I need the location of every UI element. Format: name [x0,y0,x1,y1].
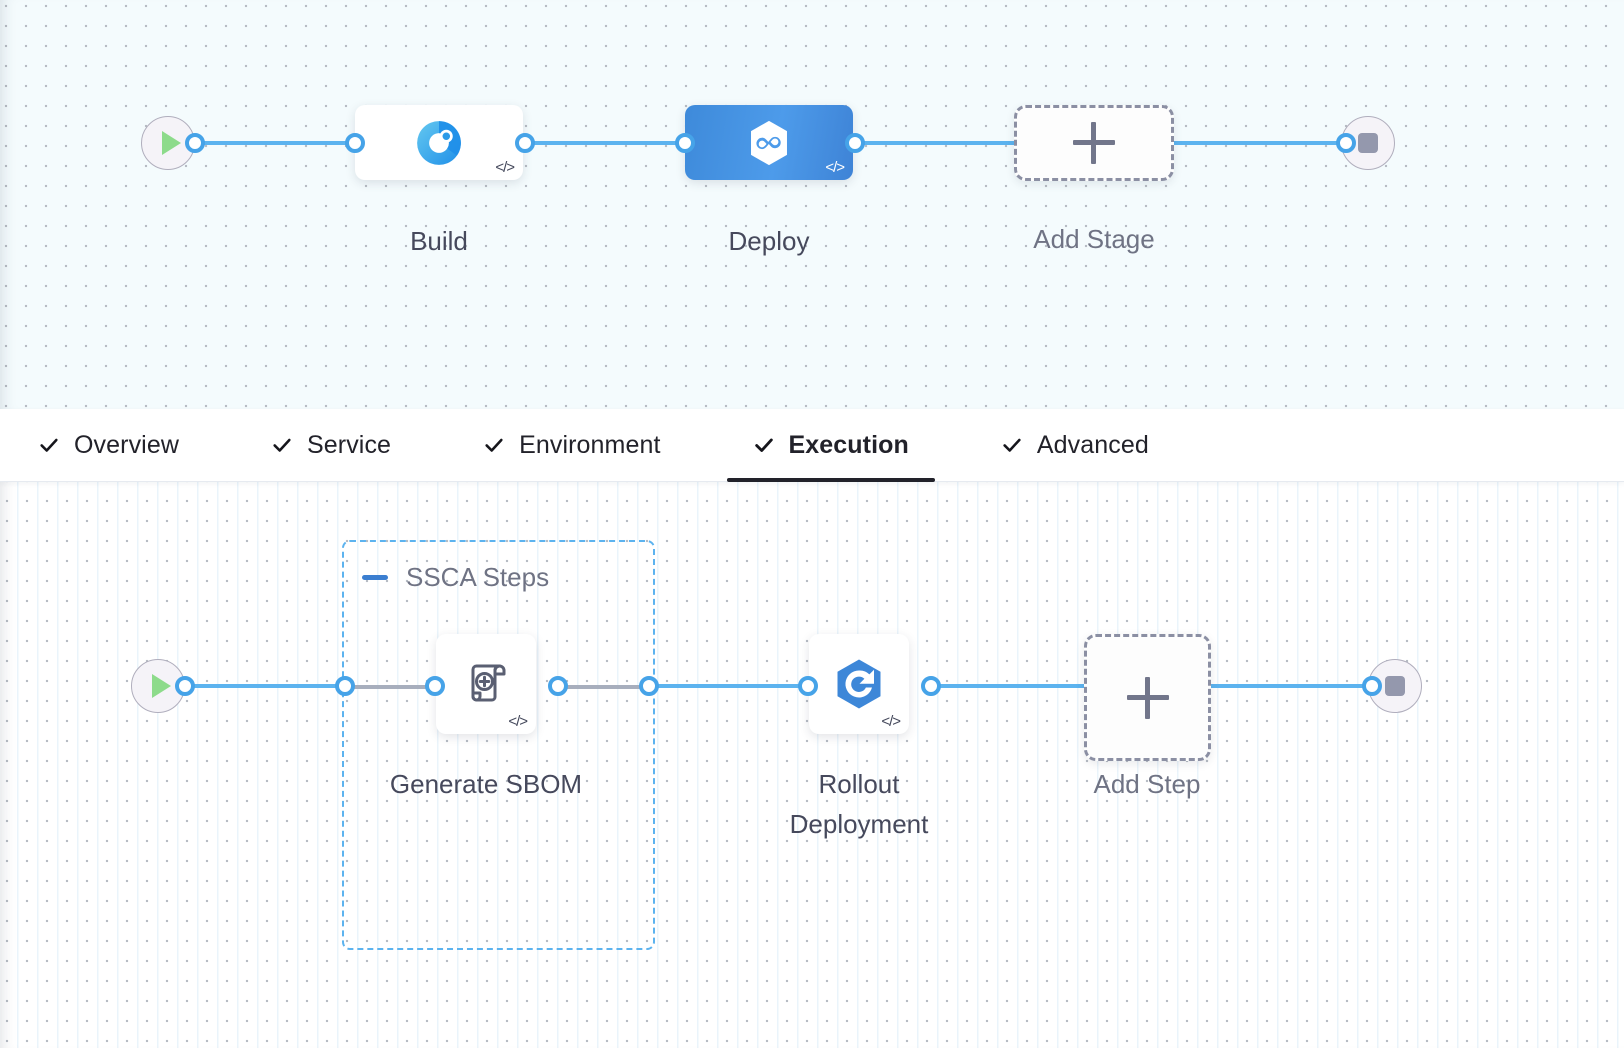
step-group-header[interactable]: SSCA Steps [362,562,549,593]
add-step-label: Add Step [1093,769,1201,799]
k8s-rollout-hex-icon [827,652,891,716]
stage-node-build[interactable]: </> [355,105,523,180]
check-icon [753,434,775,456]
stage-config-tabbar: Overview Service Environment Execution A [0,409,1624,482]
step-group-title: SSCA Steps [406,562,550,592]
step-group-ssca-steps[interactable] [342,540,655,950]
wire-build-to-deploy [515,141,695,145]
add-stage-button[interactable] [1014,105,1174,181]
stage-end-port[interactable] [1336,133,1356,153]
wire-deploy-to-addstage [845,141,1035,145]
harness-cd-infinity-icon [743,117,795,169]
stage-node-deploy-label: Deploy [728,226,810,256]
tab-service-label: Service [307,430,392,459]
build-input-port[interactable] [345,133,365,153]
deploy-output-port[interactable] [845,133,865,153]
add-step-button[interactable] [1084,634,1211,761]
step-node-rollout-deployment-label: Rollout Deployment [789,769,929,839]
minus-icon[interactable] [362,575,388,580]
code-view-glyph[interactable]: </> [825,159,845,176]
wire-start-to-build [186,141,366,145]
add-stage-label: Add Stage [1033,224,1155,254]
tab-execution-label: Execution [788,430,909,459]
step-start-port[interactable] [175,676,195,696]
tab-advanced[interactable]: Advanced [997,409,1153,482]
check-icon [38,434,60,456]
step-end-node[interactable] [1368,659,1422,713]
check-icon [271,434,293,456]
rollout-output-port[interactable] [921,676,941,696]
wire-group-in-to-sbom [348,685,434,689]
step-node-rollout-deployment[interactable]: </> [809,634,909,734]
harness-ci-build-icon [414,118,464,168]
code-view-glyph[interactable]: </> [495,159,515,176]
sbom-input-port[interactable] [425,676,445,696]
tab-service[interactable]: Service [267,409,395,482]
rollout-input-port[interactable] [798,676,818,696]
sbom-scroll-plus-icon [454,652,518,716]
execution-steps-canvas[interactable]: SSCA Steps </> [0,482,1624,1048]
wire-sbom-to-group-out [559,685,650,689]
step-node-generate-sbom[interactable]: </> [436,634,536,734]
build-output-port[interactable] [515,133,535,153]
wire-addstep-to-end [1205,684,1385,688]
check-icon [483,434,505,456]
wire-rollout-to-addstep [922,684,1102,688]
stop-icon [1385,676,1405,696]
stage-end-node[interactable] [1341,116,1395,170]
play-icon [161,131,181,155]
stop-icon [1358,133,1378,153]
stage-node-build-label: Build [410,226,468,256]
sbom-output-port[interactable] [548,676,568,696]
tab-advanced-label: Advanced [1036,430,1149,459]
tab-overview[interactable]: Overview [34,409,183,482]
group-entry-port[interactable] [335,676,355,696]
tab-overview-label: Overview [74,430,179,459]
wire-addstage-to-end [1165,141,1365,145]
step-end-port[interactable] [1362,676,1382,696]
tab-environment-label: Environment [519,430,661,459]
step-node-generate-sbom-label: Generate SBOM [389,769,583,799]
stage-node-deploy[interactable]: </> [685,105,853,180]
plus-icon [1126,676,1169,719]
plus-icon [1073,122,1115,164]
wire-start-to-group [176,684,348,688]
play-icon [151,674,171,698]
stage-graph-canvas[interactable]: </> Build </> Deploy Add Stage [0,0,1624,409]
tab-environment[interactable]: Environment [479,409,664,482]
tab-execution[interactable]: Execution [726,409,936,482]
code-view-glyph[interactable]: </> [881,713,901,730]
stage-start-port[interactable] [185,133,205,153]
wire-group-to-rollout [650,684,822,688]
code-view-glyph[interactable]: </> [508,713,528,730]
check-icon [1001,434,1023,456]
deploy-input-port[interactable] [675,133,695,153]
group-exit-port[interactable] [639,676,659,696]
